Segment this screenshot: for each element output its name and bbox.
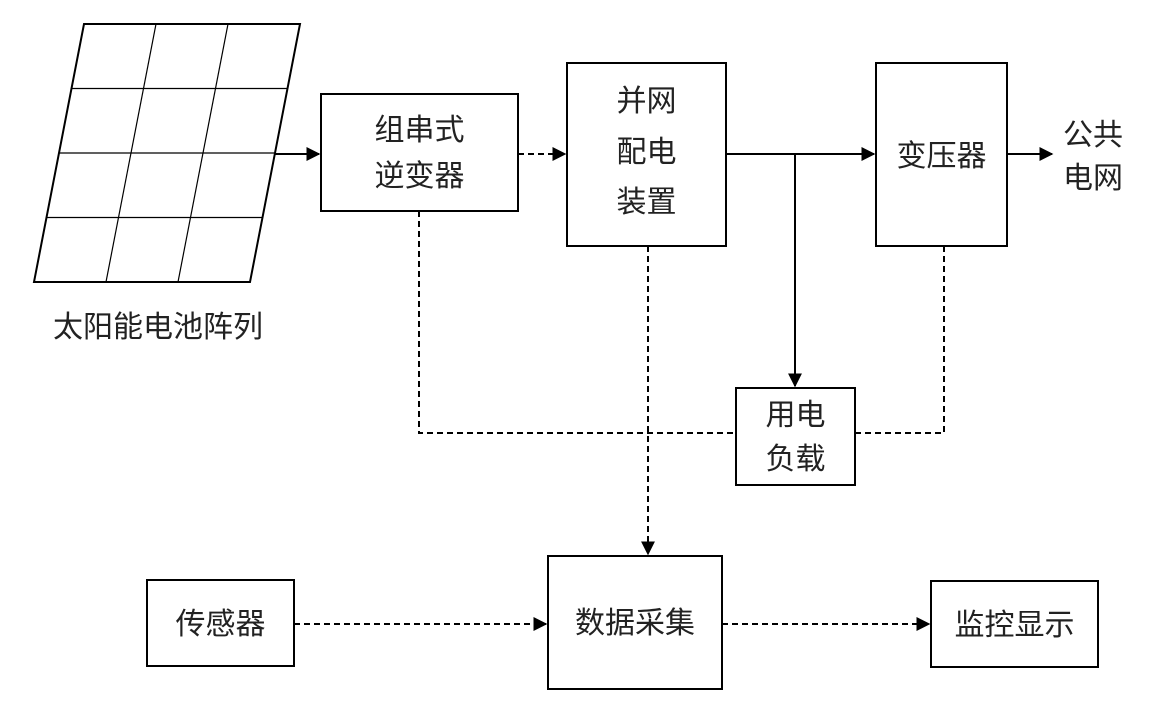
transformer-box — [875, 62, 1008, 247]
sensor-label: 传感器 — [176, 607, 266, 642]
load-box — [735, 387, 856, 486]
load-label-line1: 用电 — [766, 398, 826, 433]
inverter-label-line2: 逆变器 — [375, 159, 465, 194]
solar-panel-icon — [32, 23, 302, 283]
line-transformer-monitoring — [855, 246, 945, 434]
monitor-display-label: 监控显示 — [955, 608, 1075, 643]
grid-tie-label-line3: 装置 — [617, 185, 677, 220]
grid-tie-label-line2: 配电 — [617, 135, 677, 170]
grid-tie-label-line1: 并网 — [617, 84, 677, 119]
monitor-display-box — [930, 580, 1099, 668]
data-acquisition-label: 数据采集 — [575, 606, 695, 641]
line-inverter-monitoring — [418, 211, 736, 434]
sensor-box — [146, 579, 295, 667]
data-acquisition-box — [547, 555, 723, 690]
inverter-label-line1: 组串式 — [375, 113, 465, 148]
inverter-box — [320, 93, 519, 212]
grid-tie-box — [566, 62, 727, 247]
public-grid-label-line2: 电网 — [1063, 161, 1123, 196]
public-grid-label-line1: 公共 — [1063, 118, 1123, 153]
transformer-label: 变压器 — [897, 139, 987, 174]
load-label-line2: 负载 — [766, 442, 826, 477]
solar-array-label: 太阳能电池阵列 — [53, 310, 263, 345]
